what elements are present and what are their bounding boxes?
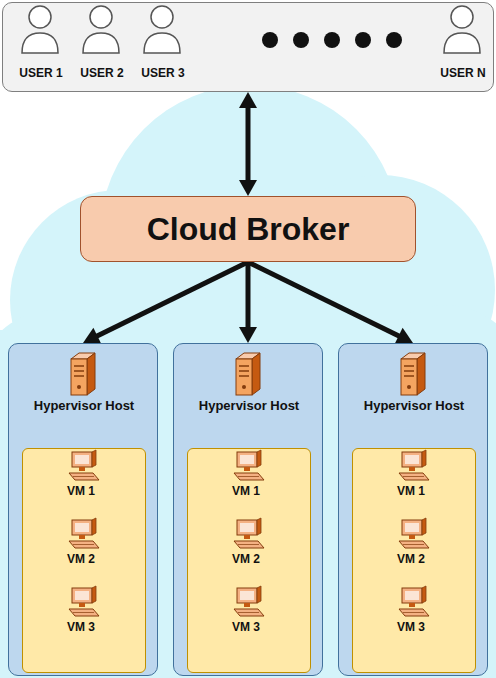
vm-group: VM 1 VM 2 VM 3 [22,448,146,673]
node-label: Hypervisor Host [29,399,139,414]
node-label: USER 3 [128,67,198,81]
node-label: USER N [428,67,496,81]
vm-group: VM 1 VM 2 VM 3 [352,448,476,673]
connector-arrow [239,262,257,343]
node-label: VM 3 [188,621,304,635]
user-panel: USER 1USER 2USER 3 USER N [2,2,494,92]
connector-arrow [248,262,413,344]
node-label: Cloud Broker [81,211,415,248]
node-label: USER 2 [67,67,137,81]
connector-arrow [83,262,248,344]
node-label: VM 1 [353,485,469,499]
vm-group: VM 1 VM 2 VM 3 [187,448,311,673]
node-label: VM 3 [23,621,139,635]
host-panel: Hypervisor Host VM 1 VM 2 VM 3 [173,343,323,676]
node-label: VM 3 [353,621,469,635]
node-label: VM 2 [353,553,469,567]
node-label: Hypervisor Host [194,399,304,414]
host-panel: Hypervisor Host VM 1 VM 2 VM 3 [338,343,488,676]
connector-arrow [239,92,257,196]
node-label: VM 1 [23,485,139,499]
node-label: VM 2 [188,553,304,567]
node-label: VM 1 [188,485,304,499]
node-label: VM 2 [23,553,139,567]
node-label: Hypervisor Host [359,399,469,414]
broker-box: Cloud Broker [80,196,416,262]
host-panel: Hypervisor Host VM 1 VM 2 VM 3 [8,343,158,676]
node-label: USER 1 [6,67,76,81]
